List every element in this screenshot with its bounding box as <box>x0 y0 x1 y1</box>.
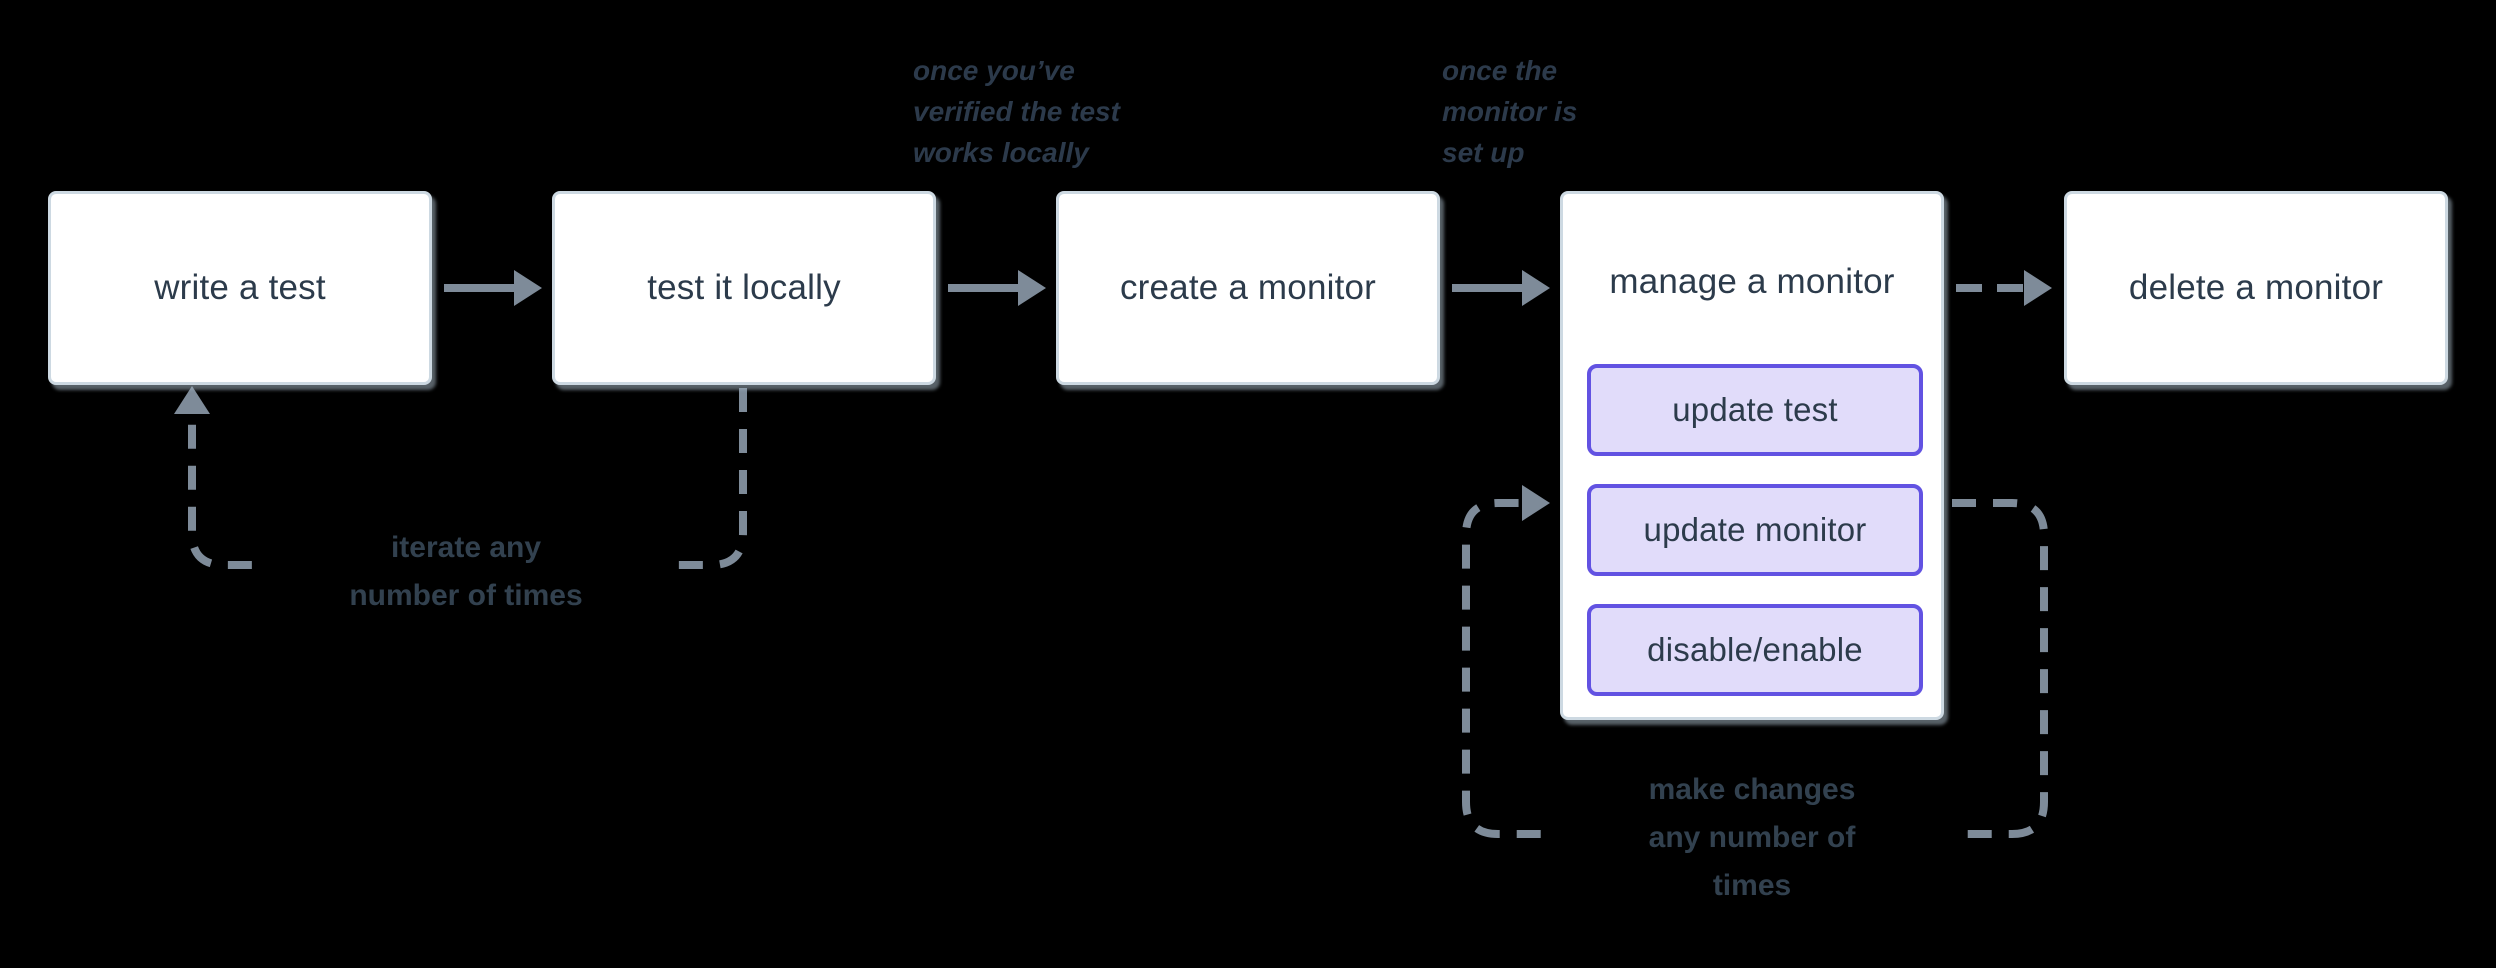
subnode-update-test: update test <box>1587 364 1923 456</box>
loop-make-changes-label: make changes any number of times <box>1552 766 1952 910</box>
subnode-update-monitor-label: update monitor <box>1643 511 1867 548</box>
node-test-it-locally-label: test it locally <box>647 268 841 307</box>
node-write-a-test-label: write a test <box>154 268 326 307</box>
arrow-write-to-test <box>444 270 542 306</box>
node-test-it-locally: test it locally <box>552 191 936 385</box>
node-delete-a-monitor: delete a monitor <box>2064 191 2448 385</box>
annotation-monitor-set-up: once the monitor is set up <box>1442 55 1578 168</box>
node-manage-a-monitor-title: manage a monitor <box>1563 194 1941 369</box>
node-write-a-test: write a test <box>48 191 432 385</box>
loop-iterate-label: iterate any number of times <box>266 524 666 620</box>
loop-iterate-path <box>174 386 747 569</box>
subnode-disable-enable: disable/enable <box>1587 604 1923 696</box>
subnode-disable-enable-label: disable/enable <box>1647 631 1863 668</box>
arrow-create-to-manage <box>1452 270 1550 306</box>
subnode-update-test-label: update test <box>1672 391 1838 428</box>
arrow-test-to-create <box>948 270 1046 306</box>
arrow-manage-to-delete <box>1956 270 2052 306</box>
node-create-a-monitor-label: create a monitor <box>1119 268 1377 307</box>
node-manage-a-monitor: manage a monitor update test update moni… <box>1560 191 1944 720</box>
node-create-a-monitor: create a monitor <box>1056 191 1440 385</box>
node-manage-a-monitor-label: manage a monitor <box>1609 261 1895 301</box>
annotation-verified-test: once you’ve verified the test works loca… <box>913 55 1120 168</box>
loop-make-changes-path <box>1462 485 2048 838</box>
subnode-update-monitor: update monitor <box>1587 484 1923 576</box>
node-delete-a-monitor-label: delete a monitor <box>2128 268 2384 307</box>
